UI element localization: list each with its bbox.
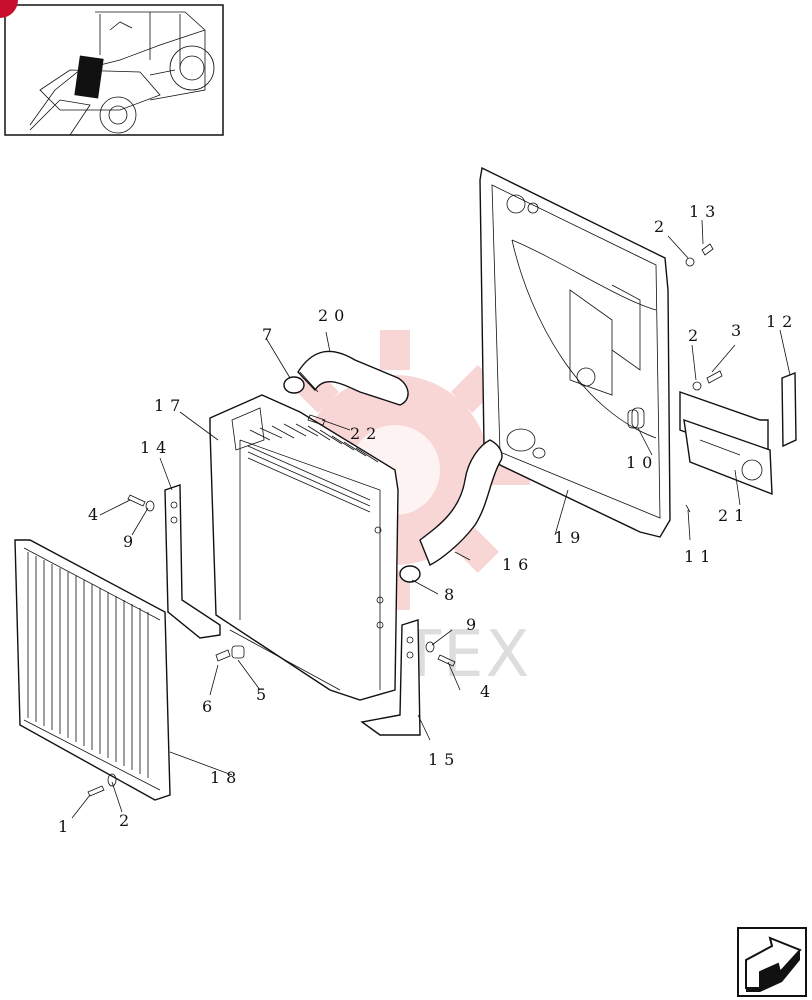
part-label-5: 5	[256, 685, 272, 704]
right-mount-bracket	[360, 619, 421, 736]
lower-hose	[419, 439, 503, 566]
part-label-2: 2	[654, 217, 670, 236]
part-label-11: 11	[684, 547, 716, 566]
part-label-2: 2	[119, 811, 135, 830]
part-label-15: 15	[428, 750, 460, 769]
part-label-2: 2	[688, 326, 704, 345]
part-label-20: 20	[318, 306, 350, 325]
part-label-10: 10	[626, 453, 658, 472]
fan-shroud-panel	[479, 166, 671, 538]
upper-hose	[297, 350, 409, 406]
part-label-13: 13	[689, 202, 721, 221]
part-label-9: 9	[466, 615, 482, 634]
side-bracket	[781, 371, 797, 448]
part-label-3: 3	[731, 321, 747, 340]
left-mount-bracket	[164, 484, 221, 639]
part-label-9: 9	[123, 532, 139, 551]
fasteners	[87, 243, 723, 797]
thumbnail-overview	[0, 0, 224, 136]
part-label-4: 4	[88, 505, 104, 524]
part-label-22: 22	[350, 424, 382, 443]
part-label-17: 17	[154, 396, 186, 415]
part-labels: 1 2 2 2 3 4 4 5 6 7 8 9 9 10 11 12 13 14…	[58, 202, 798, 836]
part-label-7: 7	[262, 325, 278, 344]
radiator	[209, 394, 399, 701]
lower-bracket	[679, 391, 773, 496]
part-label-8: 8	[444, 585, 460, 604]
hose-clamp-lower	[399, 565, 421, 583]
part-label-14: 14	[140, 438, 172, 457]
hose-clamp-upper	[283, 376, 305, 394]
part-label-4: 4	[480, 682, 496, 701]
part-label-16: 16	[502, 555, 534, 574]
part-label-18: 18	[210, 768, 242, 787]
part-label-1: 1	[58, 817, 74, 836]
part-label-21: 21	[718, 506, 750, 525]
part-label-6: 6	[202, 697, 218, 716]
leader-lines	[71, 219, 791, 819]
part-label-19: 19	[554, 528, 586, 547]
thumbnail-marker-icon	[0, 0, 18, 18]
next-page-arrow-icon[interactable]	[737, 927, 807, 997]
part-label-12: 12	[766, 312, 798, 331]
oil-cooler	[14, 539, 171, 801]
